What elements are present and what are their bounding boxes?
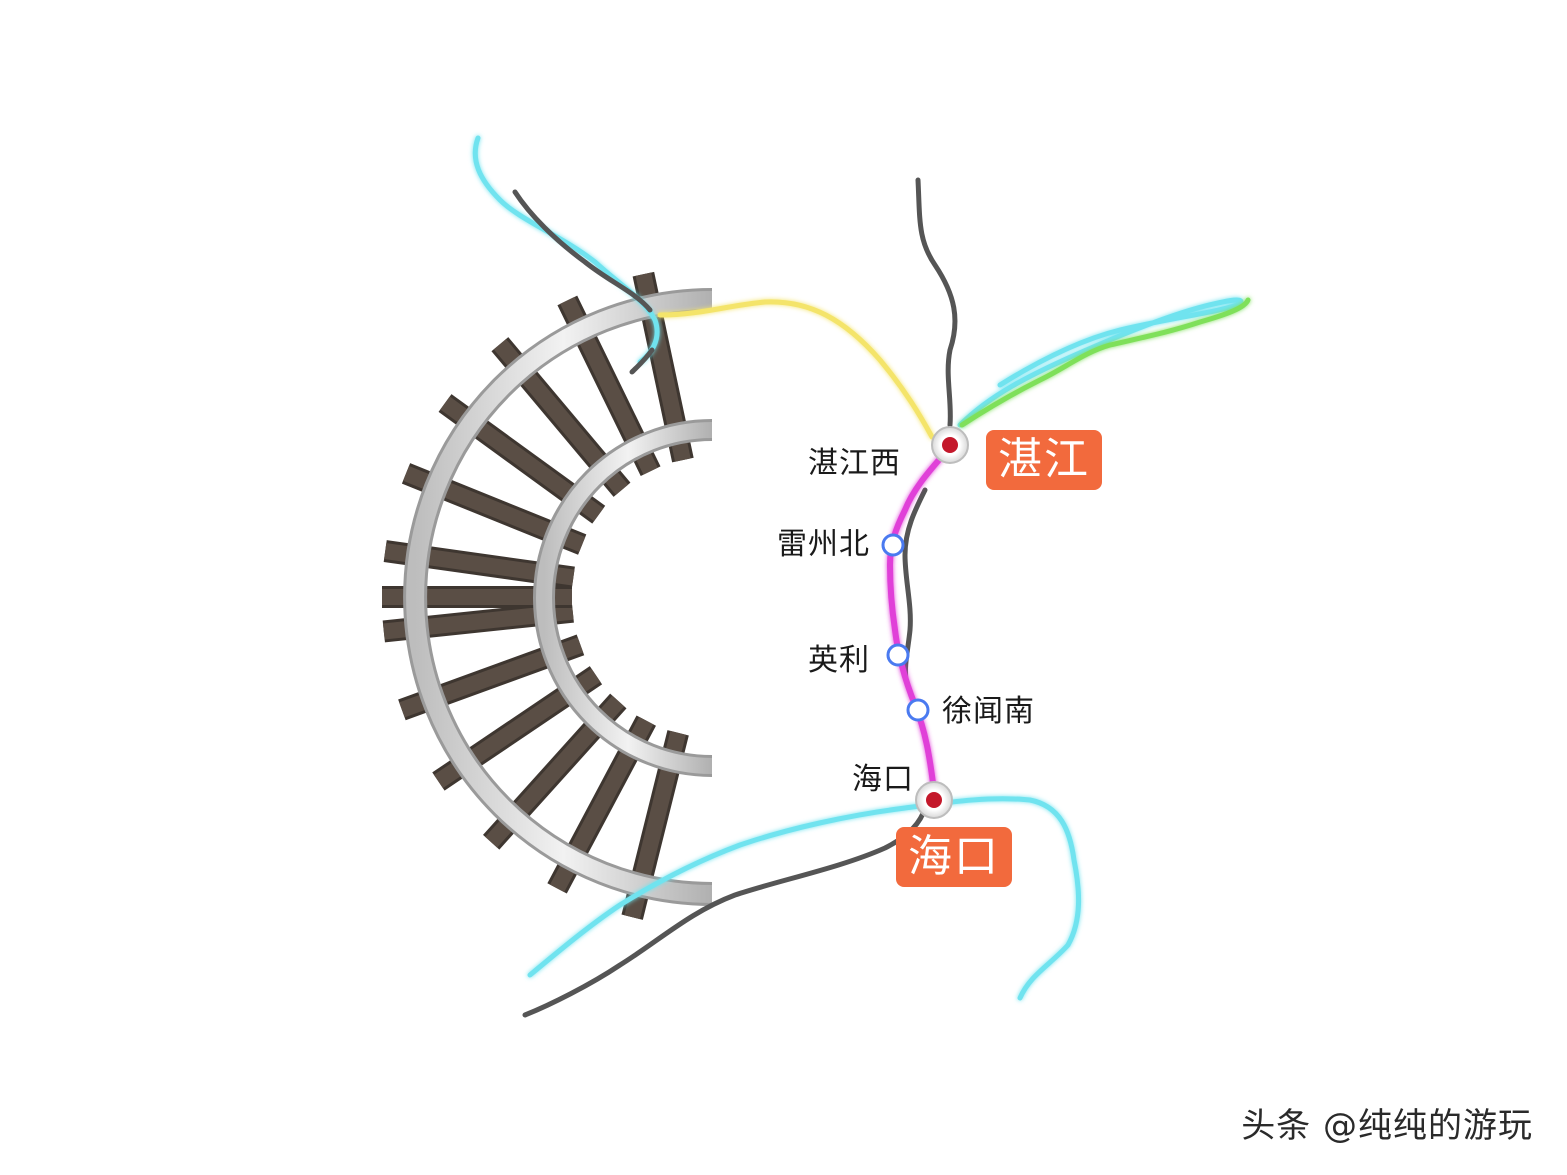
station-label-yingli: 英利 — [808, 643, 870, 678]
city-badge-zhanjiang: 湛江 — [986, 430, 1102, 490]
terminal-station-icon[interactable] — [915, 781, 953, 819]
station-label-haikou: 海口 — [852, 762, 914, 797]
station-label-xuwen-south: 徐闻南 — [942, 694, 1035, 729]
intermediate-station-icon[interactable] — [906, 698, 930, 722]
watermark: 头条 @纯纯的游玩 — [1241, 1106, 1533, 1146]
railway-track-arc-icon — [382, 271, 713, 920]
existing-rail-lines — [512, 177, 958, 1018]
green-route-line — [959, 297, 1251, 428]
yellow-route-line — [657, 299, 935, 440]
station-label-leizhou-north: 雷州北 — [777, 527, 870, 562]
city-badge-haikou: 海口 — [896, 827, 1012, 887]
terminal-station-icon[interactable] — [931, 426, 969, 464]
intermediate-station-icon[interactable] — [886, 643, 910, 667]
station-label-zhanjiang-west: 湛江西 — [808, 446, 901, 481]
intermediate-station-icon[interactable] — [881, 533, 905, 557]
